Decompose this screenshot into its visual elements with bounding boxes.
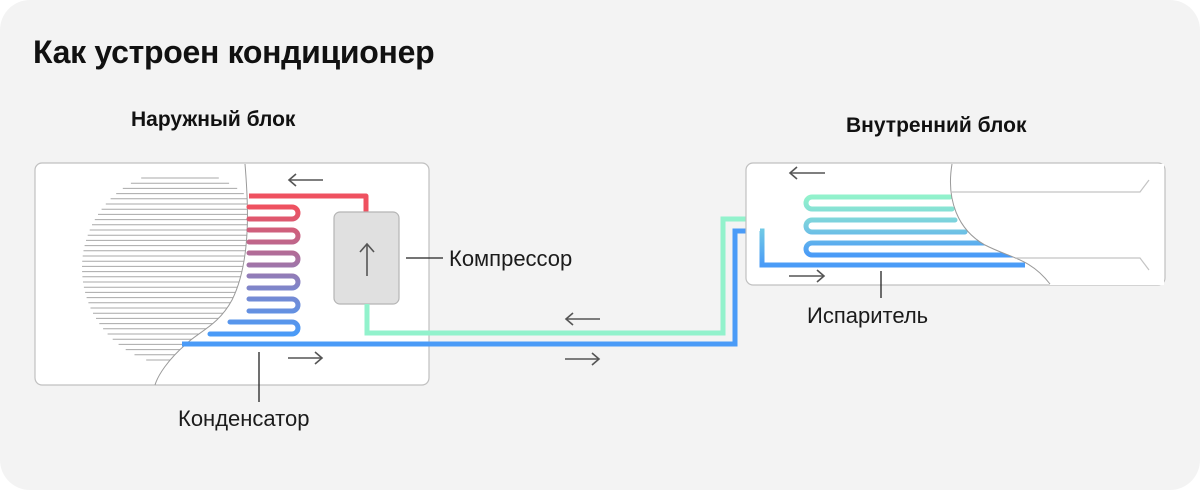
flow-arrow-left-icon (788, 166, 825, 180)
flow-arrow-left-icon (287, 173, 323, 187)
flow-arrow-right-icon (565, 352, 601, 366)
evaporator-inlet-pipe (759, 228, 1025, 268)
condenser-label: Конденсатор (178, 406, 310, 431)
indoor-cover (950, 164, 1164, 285)
flow-arrow-right-icon (288, 351, 324, 365)
hot-pipe-outlet (249, 193, 369, 215)
outdoor-unit-title: Наружный блок (131, 108, 296, 131)
condenser-coil (207, 204, 301, 337)
compressor-arrow-up-icon (359, 242, 375, 276)
flow-arrow-left-icon (564, 312, 600, 326)
evaporator-coil (803, 194, 1018, 258)
flow-arrow-right-icon (789, 269, 826, 283)
cover-curve (154, 163, 248, 386)
indoor-unit-title: Внутренний блок (846, 114, 1027, 137)
louver-lines (951, 179, 1150, 271)
outdoor-unit-body (34, 162, 430, 386)
compressor-label: Компрессор (449, 246, 573, 271)
evaporator-label: Испаритель (807, 303, 929, 328)
fan-grille-icon (82, 177, 248, 361)
page-title: Как устроен кондиционер (33, 34, 435, 70)
